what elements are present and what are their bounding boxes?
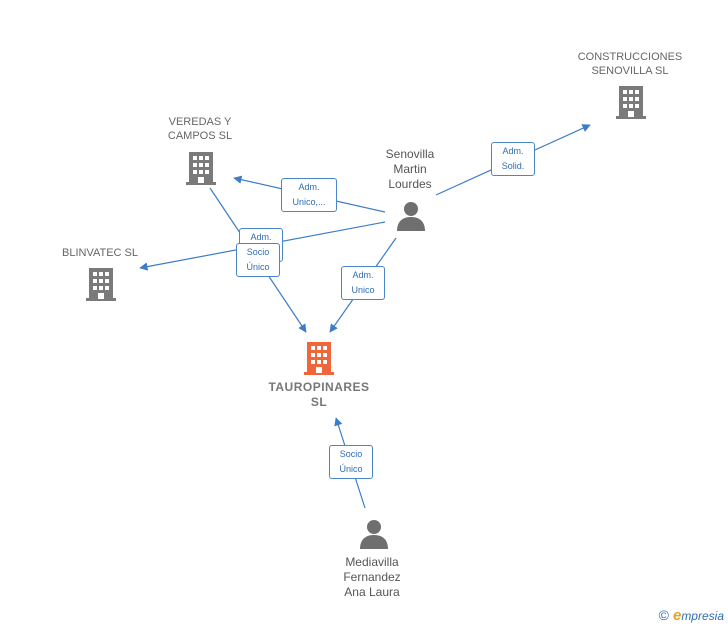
building-icon[interactable] [185, 150, 217, 186]
brand-name: mpresia [681, 609, 724, 623]
person-icon[interactable] [396, 200, 426, 232]
relation-label-adm-solid: Adm. Solid. [491, 142, 535, 176]
relation-label-socio-unico-veredas: Socio Único [236, 243, 280, 277]
company-label-veredas[interactable]: VEREDAS Y CAMPOS SL [167, 116, 233, 142]
relation-label-socio-unico-mediavilla: Socio Único [329, 445, 373, 479]
person-label-senovilla[interactable]: Senovilla Martin Lourdes [385, 147, 435, 191]
building-icon[interactable] [85, 266, 117, 302]
person-icon[interactable] [359, 518, 389, 550]
person-label-mediavilla[interactable]: Mediavilla Fernandez Ana Laura [343, 555, 401, 599]
relation-label-adm-unico-veredas: Adm. Unico,... [281, 178, 337, 212]
building-icon[interactable] [615, 84, 647, 120]
copyright-icon: © [658, 607, 669, 623]
company-label-tauropinares[interactable]: TAUROPINARES SL [268, 380, 370, 409]
company-label-construcciones[interactable]: CONSTRUCCIONES SENOVILLA SL [577, 51, 683, 77]
company-label-blinvatec[interactable]: BLINVATEC SL [61, 247, 138, 259]
building-icon[interactable] [303, 340, 335, 376]
brand-logo-icon: e [672, 607, 682, 624]
copyright-footer: ©empresia [659, 607, 724, 624]
relation-label-adm-unico-tauropinares: Adm. Unico [341, 266, 385, 300]
